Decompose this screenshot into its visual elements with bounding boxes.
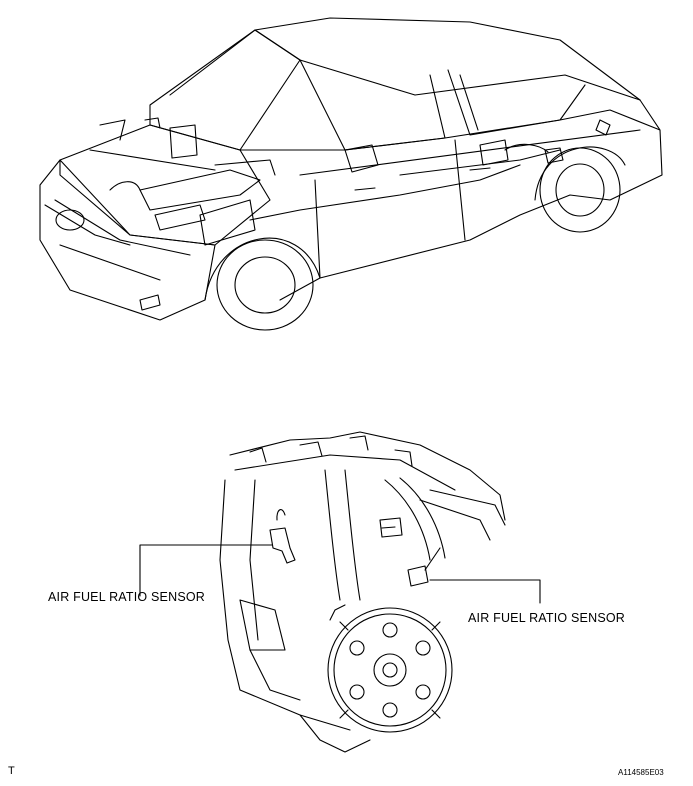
air-fuel-ratio-sensor-left-label: AIR FUEL RATIO SENSOR [48,590,206,604]
air-fuel-ratio-sensor-right-label: AIR FUEL RATIO SENSOR [468,611,626,625]
leader-line-left [139,544,273,597]
corner-mark: T [8,765,15,777]
leader-line-right [429,579,541,604]
figure-code: A114585E03 [618,768,664,777]
